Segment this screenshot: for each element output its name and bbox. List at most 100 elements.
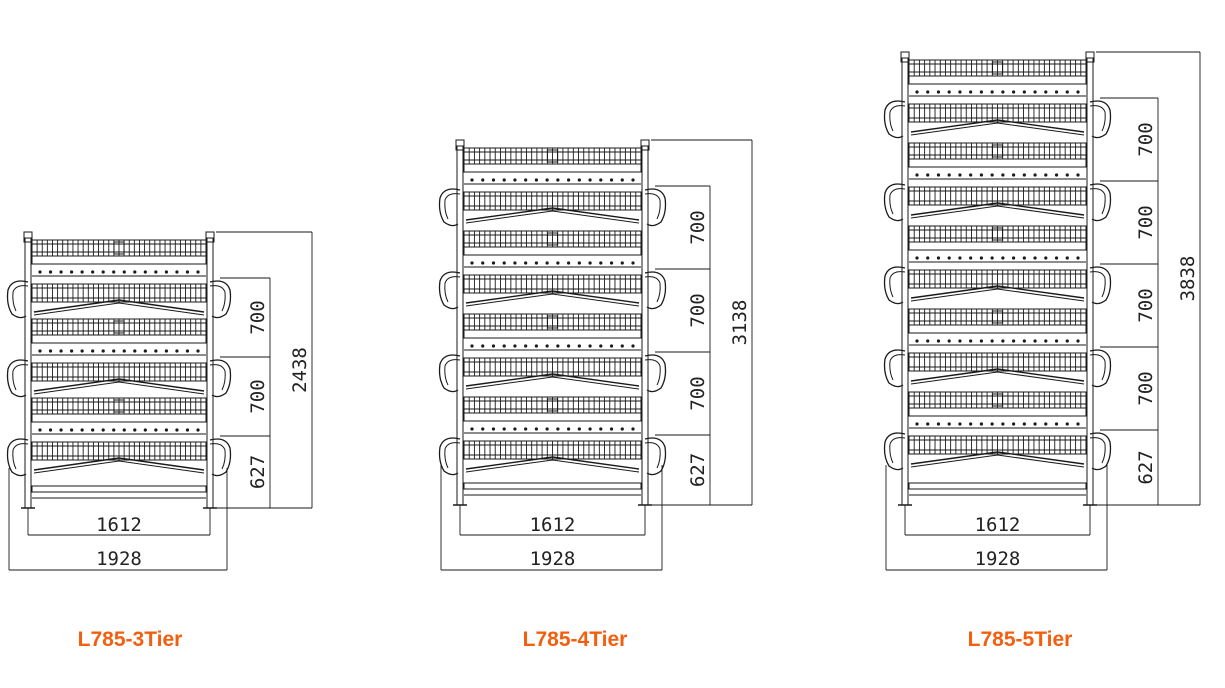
egg-tray-lip [444,193,461,220]
egg-tray-hook [644,437,667,476]
nipple-dot [969,173,973,177]
nipple-dot [175,270,179,274]
nipple-dot [1012,339,1016,343]
nipple-dot [122,349,126,353]
nipple-dot [599,344,603,348]
egg-tray-lip [644,193,661,220]
nipple-dot [502,427,506,431]
egg-tray-lip [644,442,661,469]
egg-tray-hook [644,188,667,227]
nipple-dot [1044,256,1048,260]
egg-tray-lip [12,443,29,470]
nipple-dot [631,427,635,431]
egg-tray-lip [1089,105,1106,132]
nipple-dot [524,344,528,348]
nipple-dot [577,427,581,431]
sloped-floor-inner [910,371,1085,385]
outer-width-label: 1928 [96,548,142,570]
nipple-dot [1065,422,1069,426]
nipple-dot [491,178,496,182]
feeder-frame [908,75,1087,85]
nipple-dot [990,422,994,426]
sloped-floor [33,299,205,313]
nipple-dot [947,422,951,426]
feeder-frame [31,255,207,265]
nipple-dot [502,344,506,348]
center-clip [992,144,1003,158]
center-clip [992,61,1003,75]
nipple-dot [101,270,105,274]
nipple-dot [133,349,137,353]
nipple-dot [491,261,496,265]
nipple-dot [1022,90,1026,94]
nipple-dot [620,427,624,431]
nipple-dot [470,344,474,348]
nipple-dot [990,173,994,177]
nipple-dot [101,428,105,432]
center-clip [992,393,1003,407]
nipple-dot [80,270,84,274]
nipple-dot [112,428,116,432]
nipple-dot [588,178,592,182]
feeder-rail [463,412,642,434]
nipple-dot [122,270,126,274]
nipple-dot [196,349,200,353]
nipple-dot [1001,422,1005,426]
nipple-dot [609,261,614,265]
nipple-dot [1001,339,1005,343]
feeder-frame [463,163,642,173]
center-clip [547,232,558,246]
egg-tray-hook [644,271,667,310]
nipple-dot [588,344,592,348]
nipple-dot [1012,90,1016,94]
nipple-dot [545,344,549,348]
egg-tray-lip [444,442,461,469]
nipple-dot [958,173,962,177]
nipple-dot [143,428,147,432]
cage-unit-5tier [883,51,1112,506]
caption-5tier: L785-5Tier [967,628,1073,651]
nipple-dot [143,349,147,353]
feeder-rail [31,334,207,356]
inner-width-label: 1612 [96,514,142,536]
egg-tray-hook [883,183,906,222]
nipple-dot [620,261,624,265]
nipple-dot [1076,339,1080,343]
nipple-dot [1076,90,1080,94]
nipple-dot [1065,256,1069,260]
nipple-dot [470,178,474,182]
nipple-dot [990,339,994,343]
egg-tray-hook [438,354,461,393]
sloped-floor-inner [465,376,640,390]
nipple-dot [470,261,474,265]
nipple-dot [545,427,549,431]
nipple-dot [1033,173,1037,177]
feeder-frame [908,241,1087,251]
sloped-floor-inner [910,205,1085,219]
feeder-rail [908,324,1087,346]
nipple-dot [196,270,200,274]
nipple-dot [1001,256,1005,260]
nipple-dot [491,344,496,348]
nipple-dot [534,178,539,182]
nipple-dot [990,256,994,260]
nipple-dot [915,90,919,94]
nipple-dot [1022,256,1026,260]
nipple-dot [588,427,592,431]
feeder-frame [31,413,207,423]
sloped-floor [910,368,1085,382]
tier-spacing-label: 700 [1135,205,1157,239]
nipple-dot [534,427,539,431]
outer-width-label: 1928 [530,548,576,570]
nipple-dot [1076,173,1080,177]
cage-unit-4tier [438,139,667,506]
nipple-dot [556,344,560,348]
nipple-dot [534,344,539,348]
sloped-floor-inner [910,122,1085,136]
nipple-dot [926,256,930,260]
nipple-dot [1033,90,1037,94]
nipple-dot [926,90,930,94]
sloped-floor-inner [465,210,640,224]
